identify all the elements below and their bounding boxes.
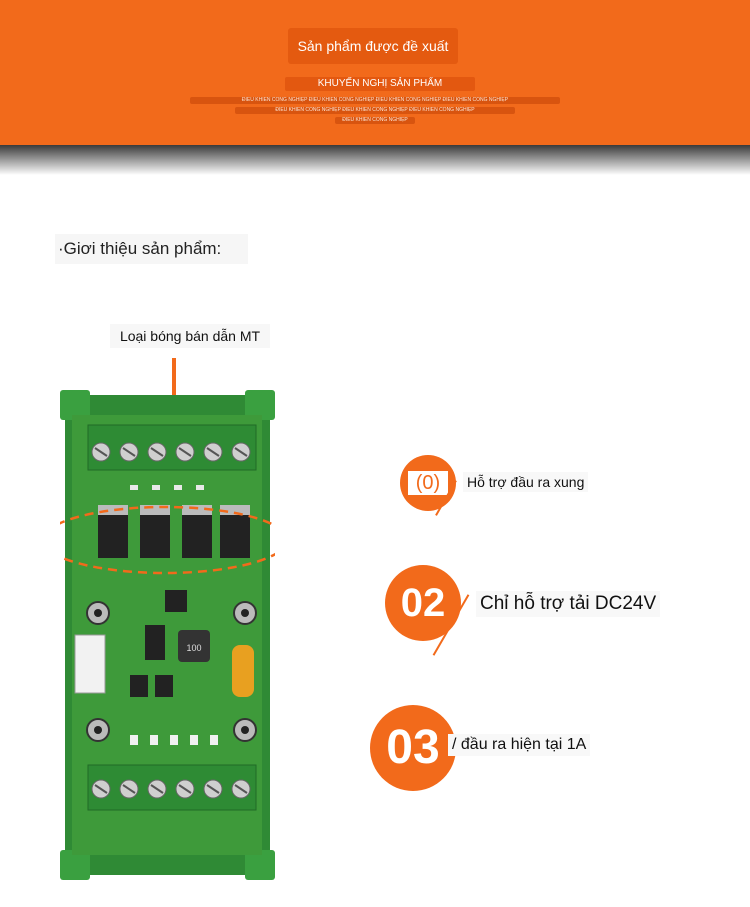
banner-title: Sản phẩm được đề xuất [288,28,458,64]
product-intro-heading: ·Giơi thiệu sản phẩm: [55,234,248,264]
banner-subtitle: KHUYẾN NGHỊ SẢN PHẨM [285,77,475,91]
header-banner: Sản phẩm được đề xuất KHUYẾN NGHỊ SẢN PH… [0,0,750,145]
feature-3-number: 03 [386,721,440,774]
feature-1-text: Hỗ trợ đầu ra xung [463,472,589,492]
feature-2-number: 02 [400,581,446,625]
banner-line-2: ĐIỀU KHIỂN CÔNG NGHIỆP ĐIỀU KHIỂN CÔNG N… [235,107,515,114]
banner-line-1: ĐIỀU KHIỂN CÔNG NGHIỆP ĐIỀU KHIỂN CÔNG N… [190,97,560,104]
feature-3-badge: 03 [370,705,456,791]
inductor-label: 100 [186,643,201,653]
feature-1-badge: (0) [400,455,456,511]
feature-2-badge: 02 [385,565,461,641]
feature-3-text: / đầu ra hiện tại 1A [448,734,591,756]
feature-1-number: (0) [408,471,448,495]
pcb-board-image: 100 [60,390,275,880]
banner-line-3: ĐIỀU KHIỂN CÔNG NGHIỆP [335,117,415,124]
mosfet-callout-label: Loại bóng bán dẫn MT [110,324,270,348]
feature-2-text: Chỉ hỗ trợ tải DC24V [476,591,661,617]
banner-shadow [0,145,750,175]
